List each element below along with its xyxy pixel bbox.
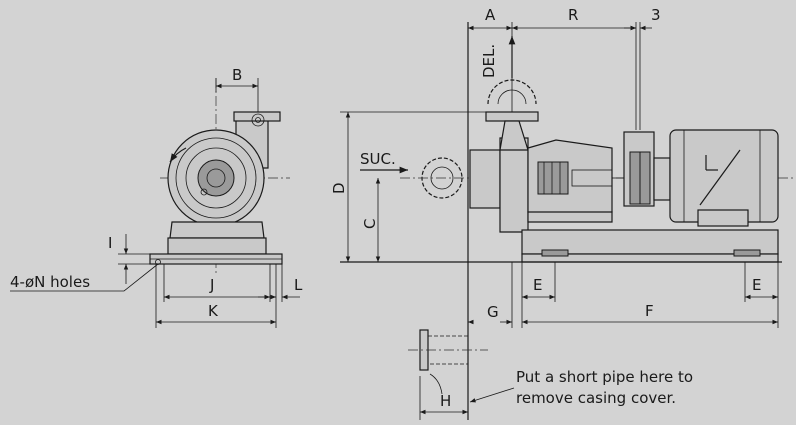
coupling-half-2 bbox=[639, 151, 651, 205]
end-view-cover bbox=[185, 147, 247, 209]
short-pipe-detail: H bbox=[408, 329, 488, 420]
suction-label: SUC. bbox=[360, 150, 396, 168]
motor-body bbox=[669, 129, 779, 223]
suction-nozzle bbox=[469, 149, 501, 209]
discharge-flange-outline bbox=[487, 79, 537, 105]
dim-J-label: J bbox=[209, 276, 214, 294]
motor-slash bbox=[699, 149, 741, 206]
dim-H-label: H bbox=[440, 392, 451, 410]
pump-foot bbox=[527, 211, 613, 223]
hole-mark bbox=[155, 259, 161, 265]
anchor-pad-left bbox=[541, 249, 569, 257]
dim-C-label: C bbox=[361, 219, 379, 229]
dim-E-right-label: E bbox=[752, 276, 761, 294]
end-view-pedestal bbox=[167, 237, 267, 255]
dim-L-label: L bbox=[294, 276, 303, 294]
dim-K-label: K bbox=[208, 302, 219, 320]
bearing-housing bbox=[537, 161, 569, 195]
dim-A-label: A bbox=[485, 6, 496, 24]
end-view-shaft bbox=[206, 168, 226, 188]
dim-G-label: G bbox=[487, 303, 499, 321]
anchor-pad-right bbox=[733, 249, 761, 257]
coupling-half-1 bbox=[629, 151, 641, 205]
dim-F-label: F bbox=[645, 302, 654, 320]
end-view-bolt-center bbox=[255, 117, 261, 123]
note-line-2: remove casing cover. bbox=[516, 389, 676, 407]
end-view-bolt bbox=[251, 113, 265, 127]
motor-foot bbox=[697, 209, 749, 227]
dim-R-label: R bbox=[568, 6, 578, 24]
holes-leader bbox=[10, 263, 159, 292]
pump-cover bbox=[499, 137, 529, 233]
discharge-bore bbox=[497, 89, 527, 105]
note-line-1: Put a short pipe here to bbox=[516, 368, 693, 386]
end-view-discharge-flange bbox=[233, 111, 281, 122]
end-view-hub bbox=[197, 159, 235, 197]
end-view-volute-inner bbox=[175, 137, 257, 219]
short-pipe-curve bbox=[429, 373, 443, 395]
dim-3-label: 3 bbox=[651, 6, 661, 24]
dim-I-label: I bbox=[108, 234, 112, 252]
delivery-label: DEL. bbox=[480, 44, 498, 78]
note-leader bbox=[469, 387, 515, 403]
side-view: A R 3 DEL. SUC. bbox=[330, 6, 796, 420]
dim-B-label: B bbox=[232, 66, 242, 84]
end-view: B I 4-øN holes J K L bbox=[10, 66, 303, 328]
rotation-arrow bbox=[169, 147, 187, 163]
holes-label: 4-øN holes bbox=[10, 273, 90, 291]
dim-D-label: D bbox=[330, 182, 348, 194]
end-view-drain bbox=[200, 188, 208, 196]
dim-E-left-label: E bbox=[533, 276, 542, 294]
end-view-support bbox=[169, 221, 265, 239]
discharge-flange bbox=[485, 111, 539, 122]
motor-shaft-end bbox=[653, 157, 671, 201]
discharge-neck bbox=[499, 120, 529, 151]
